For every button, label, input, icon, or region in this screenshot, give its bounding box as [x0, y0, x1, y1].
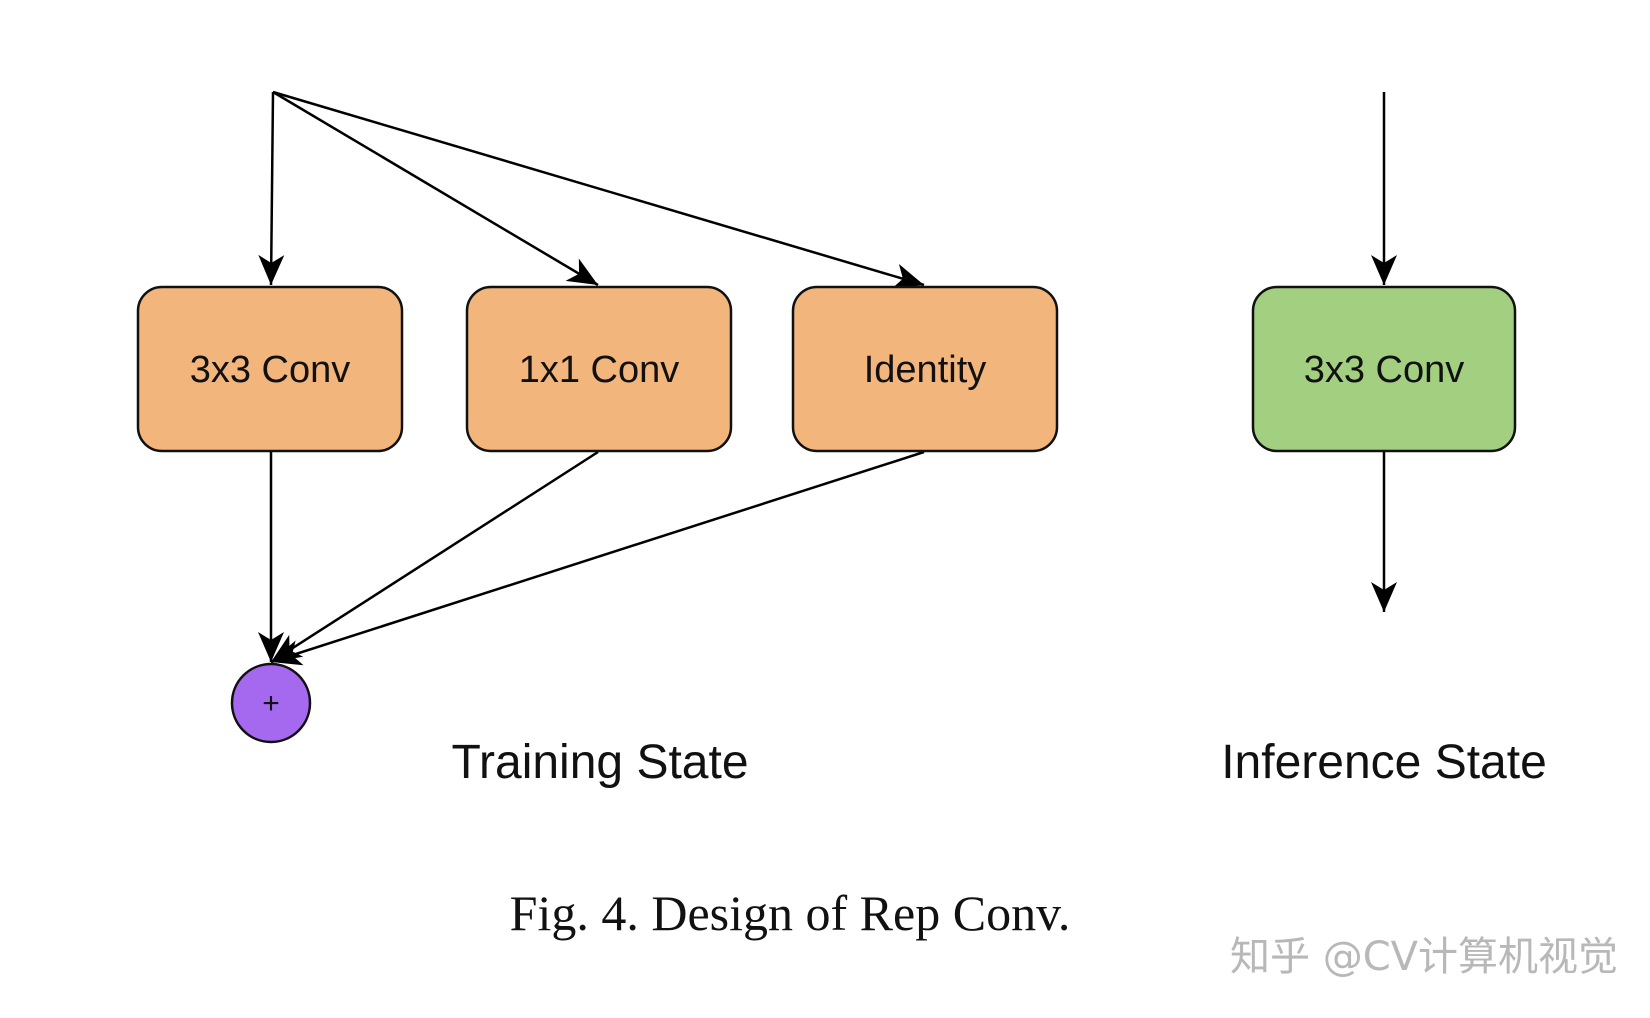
training-input-edges [258, 90, 925, 289]
box-identity: Identity [791, 285, 1059, 453]
sum-node-symbol: + [262, 687, 280, 720]
box-inference-3x3-conv-shape [1251, 285, 1517, 453]
edge-identity-to-sum [270, 450, 925, 666]
edge-input-to-1x1 [272, 90, 599, 287]
box-3x3-conv-shape [136, 285, 404, 453]
sum-node: + [230, 662, 312, 744]
training-merge-edges [258, 450, 925, 666]
training-state-label: Training State [451, 736, 748, 789]
inference-state-label: Inference State [1221, 736, 1547, 789]
figure-caption: Fig. 4. Design of Rep Conv. [510, 885, 1071, 941]
edge-input-to-3x3 [258, 91, 285, 286]
watermark-text: 知乎 @CV计算机视觉 [1230, 934, 1618, 980]
sum-node-circle [230, 662, 312, 744]
box-inference-3x3-conv: 3x3 Conv [1251, 285, 1517, 453]
box-identity-label: Identity [864, 349, 987, 391]
box-1x1-conv-label: 1x1 Conv [519, 349, 680, 391]
box-inference-3x3-conv-label: 3x3 Conv [1304, 349, 1465, 391]
edge-input-to-identity [272, 90, 925, 289]
box-1x1-conv: 1x1 Conv [465, 285, 733, 453]
box-3x3-conv: 3x3 Conv [136, 285, 404, 453]
box-identity-shape [791, 285, 1059, 453]
edge-1x1-to-sum [270, 450, 599, 664]
box-1x1-conv-shape [465, 285, 733, 453]
box-3x3-conv-label: 3x3 Conv [190, 349, 351, 391]
